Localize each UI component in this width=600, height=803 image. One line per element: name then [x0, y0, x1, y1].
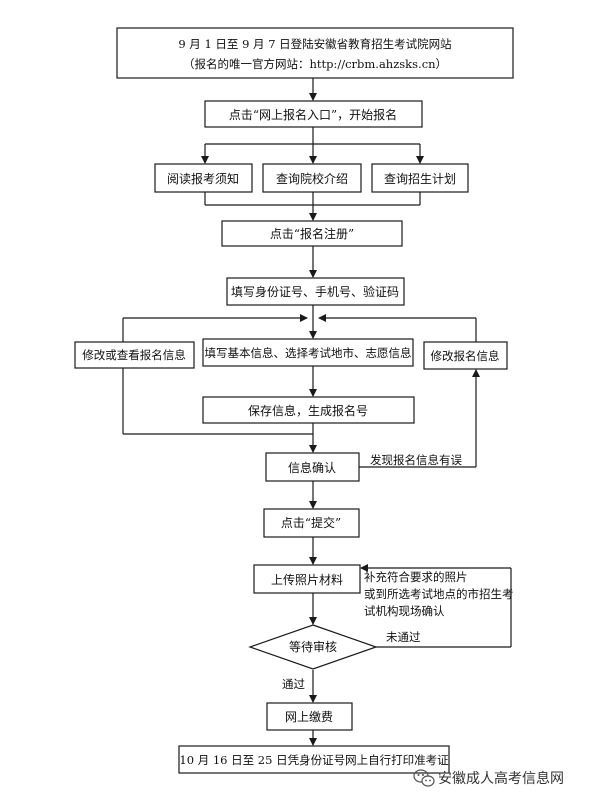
node-schools: 查询院校介绍 — [262, 163, 362, 193]
node-confirm-label: 信息确认 — [288, 460, 336, 475]
node-basic-info: 填写基本信息、选择考试地市、志愿信息 — [202, 338, 414, 367]
node-login: 9 月 1 日至 9 月 7 日登陆安徽省教育招生考试院网站 （报名的唯一官方网… — [116, 27, 514, 79]
node-confirm: 信息确认 — [265, 452, 360, 482]
node-register: 点击“报名注册” — [221, 220, 403, 247]
node-plan: 查询招生计划 — [371, 163, 469, 193]
node-modify-view: 修改或查看报名信息 — [74, 341, 195, 369]
node-modify: 修改报名信息 — [423, 341, 508, 370]
node-wait-label: 等待审核 — [289, 639, 337, 654]
node-idfill: 填写身份证号、手机号、验证码 — [226, 277, 405, 306]
node-notice-label: 阅读报考须知 — [167, 171, 239, 186]
node-pay: 网上缴费 — [266, 702, 353, 731]
label-supplement-line2: 或到所选考试地点的市招生考 — [364, 587, 514, 601]
label-supplement-line1: 补充符合要求的照片 — [364, 570, 468, 584]
node-idfill-label: 填写身份证号、手机号、验证码 — [231, 284, 399, 299]
label-supplement-line3: 试机构现场确认 — [364, 604, 445, 618]
node-print-label: 10 月 16 日至 25 日凭身份证号网上自行打印准考证 — [179, 753, 449, 767]
node-submit: 点击“提交” — [263, 508, 360, 538]
node-wait: 等待审核 — [248, 624, 378, 670]
watermark-text: 安徽成人高考信息网 — [438, 770, 564, 787]
node-modify-view-label: 修改或查看报名信息 — [82, 348, 186, 362]
node-schools-label: 查询院校介绍 — [276, 171, 348, 186]
node-modify-label: 修改报名信息 — [431, 349, 500, 363]
watermark: 安徽成人高考信息网 — [413, 769, 564, 787]
node-login-line2: （报名的唯一官方网站：http://crbm.ahzsks.cn） — [183, 57, 447, 71]
node-login-line1: 9 月 1 日至 9 月 7 日登陆安徽省教育招生考试院网站 — [178, 37, 452, 51]
node-save-label: 保存信息，生成报名号 — [248, 403, 368, 418]
node-upload: 上传照片材料 — [253, 564, 361, 594]
label-found-error: 发现报名信息有误 — [370, 453, 462, 467]
node-pay-label: 网上缴费 — [285, 709, 333, 724]
node-basic-info-label: 填写基本信息、选择考试地市、志愿信息 — [205, 346, 412, 360]
node-upload-label: 上传照片材料 — [271, 572, 343, 587]
node-plan-label: 查询招生计划 — [384, 172, 456, 186]
connectors — [122, 78, 512, 746]
label-passed: 通过 — [282, 677, 305, 691]
wechat-icon — [413, 769, 435, 787]
node-submit-label: 点击“提交” — [281, 515, 341, 530]
node-print: 10 月 16 日至 25 日凭身份证号网上自行打印准考证 — [178, 745, 450, 774]
node-save: 保存信息，生成报名号 — [202, 396, 415, 424]
node-notice: 阅读报考须知 — [154, 163, 253, 193]
label-not-passed: 未通过 — [386, 630, 421, 644]
node-entry-label: 点击“网上报名入口”，开始报名 — [229, 107, 397, 122]
node-entry: 点击“网上报名入口”，开始报名 — [204, 100, 423, 128]
node-register-label: 点击“报名注册” — [270, 226, 354, 241]
